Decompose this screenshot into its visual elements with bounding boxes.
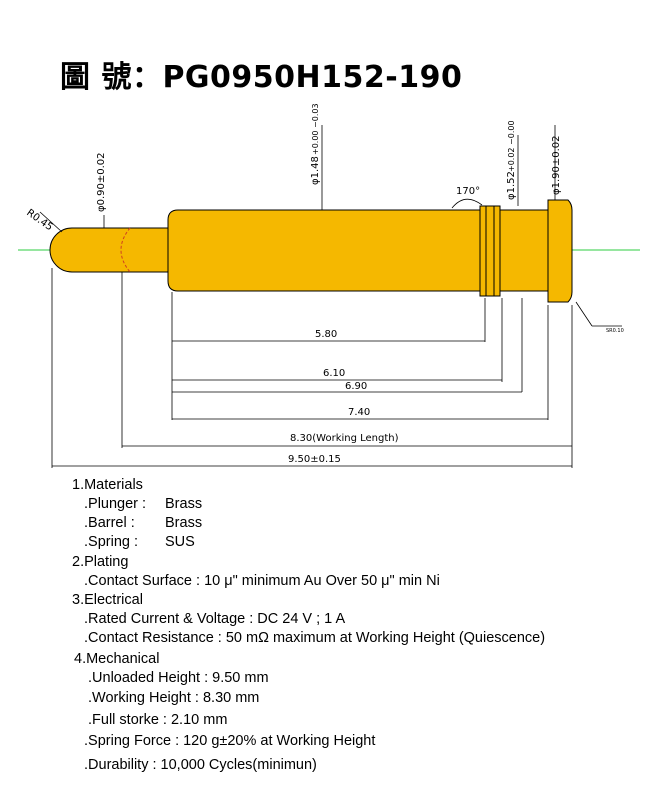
dimension-9.50: 9.50±0.15 (52, 454, 572, 467)
barrel-label: .Barrel : (84, 515, 135, 531)
plating-contact: .Contact Surface : 10 μ" minimum Au Over… (84, 573, 440, 589)
plunger-label: .Plunger : (84, 496, 147, 512)
full-stroke: .Full storke : 2.10 mm (88, 712, 228, 728)
working-height: .Working Height : 8.30 mm (88, 690, 260, 706)
head-diameter-label: φ1.90±0.02 (551, 135, 562, 195)
dim-6.90-label: 6.90 (345, 381, 367, 392)
durability: .Durability : 10,000 Cycles(minimun) (84, 757, 317, 773)
groove-diameter-label: φ1.52 (506, 171, 517, 200)
rated-current: .Rated Current & Voltage : DC 24 V ; 1 A (84, 611, 346, 627)
dimension-5.80: 5.80 (172, 329, 485, 342)
contact-resistance: .Contact Resistance : 50 mΩ maximum at W… (84, 630, 546, 646)
radius-leader (39, 211, 63, 233)
barrel-value: Brass (165, 515, 203, 531)
angle-label: 170° (456, 186, 480, 197)
angle-arc (451, 198, 483, 209)
plunger-value: Brass (165, 496, 203, 512)
electrical-heading: 3.Electrical (72, 592, 143, 608)
barrel-tail (499, 209, 549, 292)
dimension-6.10: 6.10 (172, 368, 502, 381)
note-leader (575, 301, 593, 327)
tip-diameter-label: φ0.90±0.02 (96, 152, 107, 212)
dim-8.30-label: 8.30(Working Length) (290, 433, 399, 444)
head-flange (547, 199, 573, 303)
dimension-8.30: 8.30(Working Length) (122, 433, 572, 447)
dim-9.50-label: 9.50±0.15 (288, 454, 341, 465)
dimension-7.40: 7.40 (172, 407, 548, 420)
unloaded-height: .Unloaded Height : 9.50 mm (88, 670, 269, 686)
plunger (49, 227, 171, 273)
spring-force: .Spring Force : 120 g±20% at Working Hei… (84, 733, 376, 749)
small-note-label: SR0.10 (606, 328, 624, 334)
mechanical-heading: 4.Mechanical (74, 651, 160, 667)
plating-heading: 2.Plating (72, 554, 129, 570)
drawing-title: 圖 號：PG0950H152-190 (60, 60, 463, 95)
dimension-6.90: 6.90 (172, 381, 522, 393)
groove-diameter-tolerance: +0.02 −0.00 (507, 120, 516, 172)
dim-5.80-label: 5.80 (315, 329, 337, 340)
barrel (167, 209, 481, 292)
dim-6.10-label: 6.10 (323, 368, 345, 379)
materials-heading: 1.Materials (72, 477, 143, 493)
spring-value: SUS (165, 534, 195, 550)
dim-7.40-label: 7.40 (348, 407, 370, 418)
spring-label: .Spring : (84, 534, 138, 550)
pogo-pin-drawing: R0.45 φ0.90±0.02 φ1.48 +0.00 −0.03 φ1.52… (18, 103, 640, 468)
barrel-diameter-tolerance: +0.00 −0.03 (311, 103, 320, 155)
barrel-diameter-label: φ1.48 (310, 156, 321, 185)
